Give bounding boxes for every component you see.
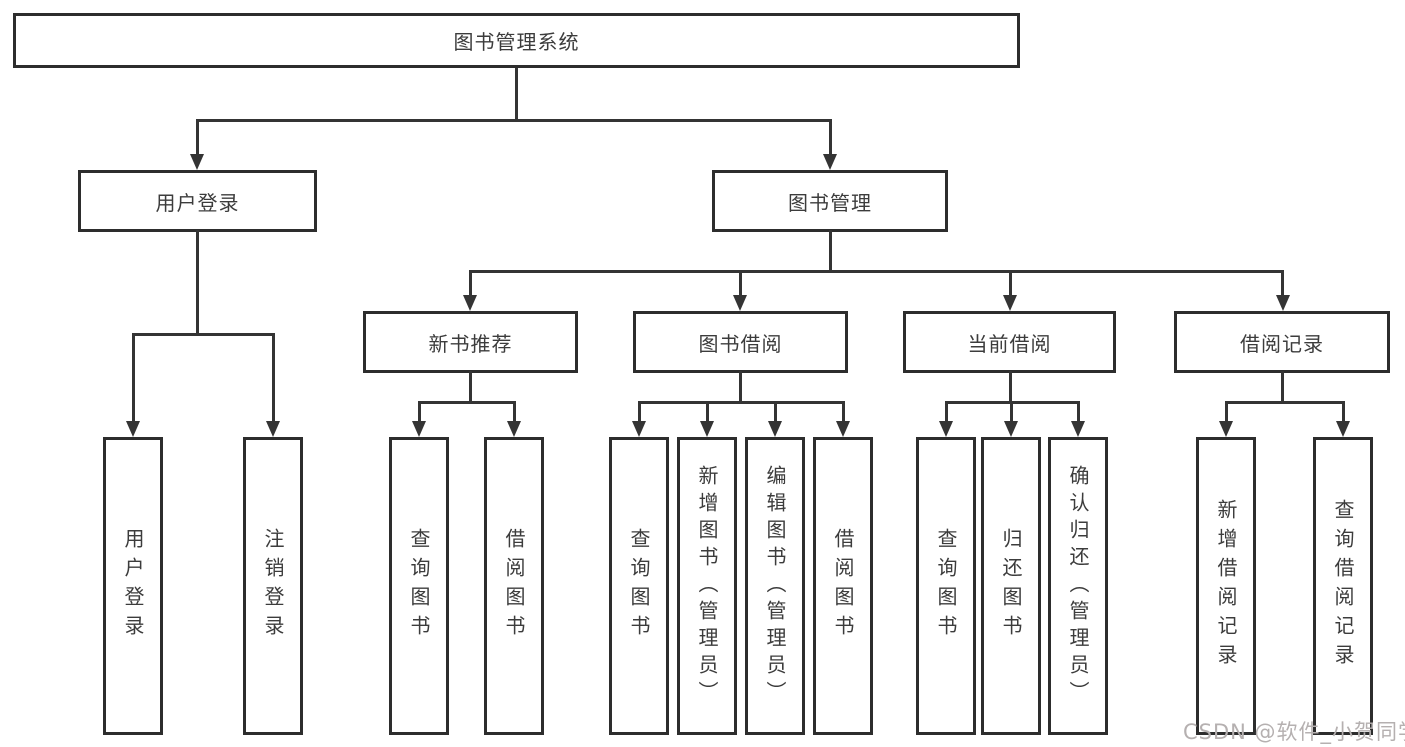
connector-stem <box>1009 371 1012 403</box>
connector-root-stem <box>515 68 518 122</box>
arrow-down-icon <box>768 421 782 437</box>
connector-drop-leaf <box>706 401 709 423</box>
leaf-query-books: 查询图书 <box>609 437 669 735</box>
connector-drop-leaf <box>842 401 845 423</box>
node-user-login-label: 用户登录 <box>155 190 240 215</box>
node-root: 图书管理系统 <box>13 13 1020 68</box>
leaf-borrow-books-label: 借阅图书 <box>502 528 526 644</box>
leaf-borrow-books: 借阅图书 <box>484 437 544 735</box>
connector-drop-leaf <box>1077 401 1080 423</box>
leaf-confirm-return-admin-label: 确认归还（管理员） <box>1066 464 1090 708</box>
connector-drop-user-login <box>196 119 199 156</box>
connector-branch <box>418 401 516 404</box>
arrow-down-icon <box>412 421 426 437</box>
leaf-edit-book-admin: 编辑图书（管理员） <box>745 437 805 735</box>
connector-branch <box>1225 401 1345 404</box>
connector-drop-leaf <box>1225 401 1228 423</box>
connector-book-management-stem <box>829 230 832 272</box>
arrow-down-icon <box>463 295 477 311</box>
arrow-down-icon <box>733 295 747 311</box>
arrow-down-icon <box>1219 421 1233 437</box>
arrow-down-icon <box>1276 295 1290 311</box>
connector-book-management-branch <box>469 270 1284 273</box>
leaf-query-borrow-record: 查询借阅记录 <box>1313 437 1373 735</box>
node-new-book-recommendation-label: 新书推荐 <box>428 331 513 356</box>
connector-drop-level3 <box>469 270 472 298</box>
leaf-borrow-books: 借阅图书 <box>813 437 873 735</box>
connector-stem <box>469 371 472 403</box>
arrow-down-icon <box>700 421 714 437</box>
leaf-query-books: 查询图书 <box>916 437 976 735</box>
leaf-query-books-label: 查询图书 <box>934 528 958 644</box>
leaf-return-books: 归还图书 <box>981 437 1041 735</box>
leaf-logout-login-label: 注销登录 <box>261 528 285 644</box>
leaf-confirm-return-admin: 确认归还（管理员） <box>1048 437 1108 735</box>
connector-root-branch <box>196 119 832 122</box>
leaf-add-borrow-record-label: 新增借阅记录 <box>1214 499 1238 673</box>
leaf-query-books-label: 查询图书 <box>407 528 431 644</box>
leaf-add-book-admin-label: 新增图书（管理员） <box>695 464 719 708</box>
arrow-down-icon <box>823 154 837 170</box>
node-user-login: 用户登录 <box>78 170 317 232</box>
node-book-management: 图书管理 <box>712 170 948 232</box>
node-borrowing-records: 借阅记录 <box>1174 311 1390 373</box>
leaf-return-books-label: 归还图书 <box>999 528 1023 644</box>
node-book-borrowing-label: 图书借阅 <box>698 331 783 356</box>
leaf-query-books-label: 查询图书 <box>627 528 651 644</box>
connector-drop-leaf <box>1342 401 1345 423</box>
leaf-add-book-admin: 新增图书（管理员） <box>677 437 737 735</box>
connector-drop-book-management <box>829 119 832 156</box>
leaf-edit-book-admin-label: 编辑图书（管理员） <box>763 464 787 708</box>
connector-drop-leaf <box>272 333 275 423</box>
node-current-borrowing: 当前借阅 <box>903 311 1116 373</box>
node-borrowing-records-label: 借阅记录 <box>1240 331 1324 356</box>
connector-drop-level3 <box>1281 270 1284 298</box>
leaf-logout-login: 注销登录 <box>243 437 303 735</box>
arrow-down-icon <box>1004 421 1018 437</box>
connector-user-login-stem <box>196 230 199 335</box>
arrow-down-icon <box>126 421 140 437</box>
leaf-user-login: 用户登录 <box>103 437 163 735</box>
arrow-down-icon <box>1003 295 1017 311</box>
arrow-down-icon <box>190 154 204 170</box>
leaf-query-books: 查询图书 <box>389 437 449 735</box>
node-root-label: 图书管理系统 <box>453 30 580 54</box>
leaf-user-login-label: 用户登录 <box>121 528 145 644</box>
node-book-management-label: 图书管理 <box>788 190 872 215</box>
connector-drop-level3 <box>1009 270 1012 298</box>
arrow-down-icon <box>1336 421 1350 437</box>
connector-drop-level3 <box>739 270 742 298</box>
connector-branch <box>638 401 845 404</box>
leaf-add-borrow-record: 新增借阅记录 <box>1196 437 1256 735</box>
connector-drop-leaf <box>1010 401 1013 423</box>
connector-drop-leaf <box>774 401 777 423</box>
node-new-book-recommendation: 新书推荐 <box>363 311 578 373</box>
watermark: CSDN @软件_小贺同学 <box>1183 720 1405 744</box>
arrow-down-icon <box>266 421 280 437</box>
leaf-query-borrow-record-label: 查询借阅记录 <box>1331 499 1355 673</box>
connector-drop-leaf <box>513 401 516 423</box>
node-book-borrowing: 图书借阅 <box>633 311 848 373</box>
connector-drop-leaf <box>638 401 641 423</box>
connector-drop-leaf <box>418 401 421 423</box>
connector-user-login-branch <box>132 333 274 336</box>
arrow-down-icon <box>1071 421 1085 437</box>
connector-drop-leaf <box>132 333 135 423</box>
arrow-down-icon <box>939 421 953 437</box>
node-current-borrowing-label: 当前借阅 <box>967 331 1052 356</box>
arrow-down-icon <box>836 421 850 437</box>
connector-drop-leaf <box>945 401 948 423</box>
connector-stem <box>739 371 742 403</box>
arrow-down-icon <box>507 421 521 437</box>
leaf-borrow-books-label: 借阅图书 <box>831 528 855 644</box>
connector-stem <box>1281 371 1284 403</box>
arrow-down-icon <box>632 421 646 437</box>
